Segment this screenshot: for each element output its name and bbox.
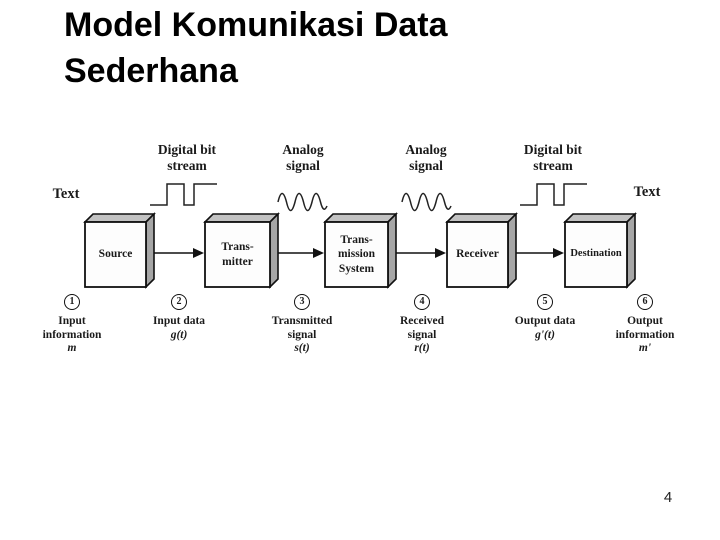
point-label-line: Output (627, 315, 663, 327)
square-wave-left-icon (150, 183, 217, 206)
point-formula: s(t) (294, 342, 310, 354)
receiver-box (445, 212, 518, 289)
point-number-circle: 1 (64, 294, 80, 310)
point-formula: m (67, 342, 77, 354)
point-formula: r(t) (414, 342, 430, 354)
point-label-line: Input (58, 315, 86, 327)
arrow-source-to-transmitter (154, 248, 204, 258)
signal-label-line: Digital bit (157, 142, 217, 157)
point-label-line: Output data (514, 315, 576, 327)
box-label-line: Trans- (221, 241, 254, 253)
box-label-line: Trans- (340, 233, 373, 246)
signal-label-analog-2: Analog signal (361, 142, 491, 174)
point-2-input-data: 2 Input data g(t) (124, 294, 234, 342)
slide-title: Model Komunikasi Data Sederhana (64, 2, 448, 94)
signal-label-digital-1: Digital bit stream (122, 142, 252, 174)
point-number-circle: 3 (294, 294, 310, 310)
box-label-line: mission (337, 248, 376, 261)
point-label-line: Transmitted (271, 315, 333, 327)
box-label-line: Source (98, 248, 133, 261)
point-number-circle: 6 (637, 294, 653, 310)
slide-title-line1: Model Komunikasi Data (64, 6, 448, 44)
point-label-line: information (615, 328, 675, 341)
signal-label-line: Analog (282, 142, 324, 157)
signal-label-analog-1: Analog signal (238, 142, 368, 174)
destination-box (563, 212, 637, 289)
signal-label-line: Digital bit (523, 142, 583, 157)
transmitter-box (203, 212, 280, 289)
square-wave-right-icon (520, 183, 587, 206)
box-label-line: Destination (570, 248, 622, 260)
transmitter-box-label: Trans- mitter (205, 222, 270, 287)
arrow-transmission-to-receiver (396, 248, 446, 258)
signal-label-line: signal (286, 158, 320, 173)
point-formula: g(t) (170, 328, 188, 341)
sine-wave-right-icon (401, 192, 452, 212)
point-label-line: signal (407, 328, 437, 341)
point-number-circle: 5 (537, 294, 553, 310)
signal-label-digital-2: Digital bit stream (488, 142, 618, 174)
point-formula: g'(t) (535, 328, 555, 341)
page-number: 4 (663, 489, 673, 506)
arrow-receiver-to-destination (516, 248, 564, 258)
point-6-output-information: 6 Output information m' (590, 294, 700, 356)
point-number-circle: 2 (171, 294, 187, 310)
box-label-line: mitter (222, 255, 253, 268)
point-label-line: Input data (152, 315, 206, 327)
point-label-line: information (42, 328, 102, 341)
signal-label-line: stream (533, 158, 573, 173)
signal-label-line: Analog (405, 142, 447, 157)
point-5-output-data: 5 Output data g'(t) (490, 294, 600, 342)
arrow-transmitter-to-transmission (278, 248, 324, 258)
text-label-left: Text (52, 186, 80, 202)
transmission-system-box (323, 212, 398, 289)
box-label-line: Receiver (456, 248, 499, 261)
point-number-circle: 4 (414, 294, 430, 310)
slide-title-line2: Sederhana (64, 52, 238, 90)
point-label-line: signal (287, 328, 317, 341)
point-3-transmitted-signal: 3 Transmitted signal s(t) (247, 294, 357, 356)
text-label-right: Text (633, 184, 661, 200)
destination-box-label: Destination (563, 222, 629, 287)
box-label-line: System (338, 262, 375, 275)
point-1-input-information: 1 Input information m (17, 294, 127, 356)
signal-label-line: signal (409, 158, 443, 173)
source-box-label: Source (85, 222, 146, 287)
point-label-line: Received (399, 315, 445, 327)
source-box (83, 212, 156, 289)
sine-wave-left-icon (277, 192, 328, 212)
transmission-system-box-label: Trans- mission System (325, 222, 388, 287)
receiver-box-label: Receiver (447, 222, 508, 287)
point-4-received-signal: 4 Received signal r(t) (367, 294, 477, 356)
signal-label-line: stream (167, 158, 207, 173)
point-formula: m' (638, 342, 652, 354)
